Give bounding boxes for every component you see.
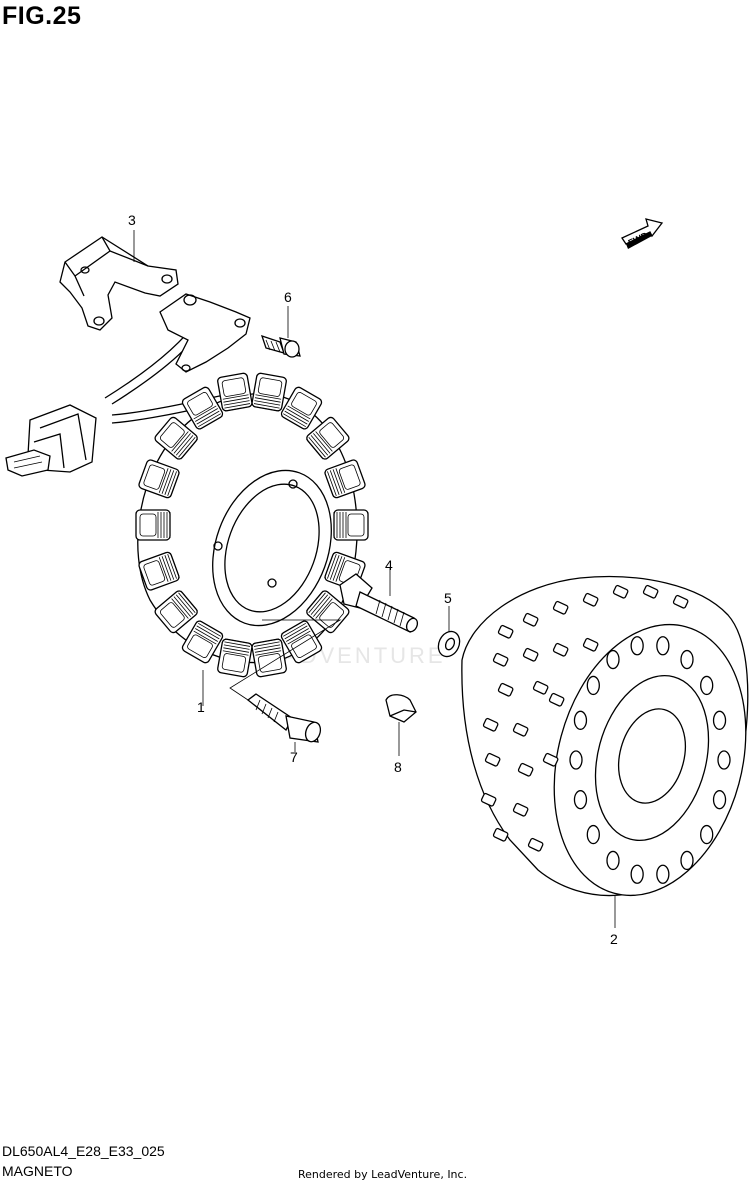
rotor-slot (522, 647, 539, 662)
stator-coil (154, 590, 198, 634)
callout-3: 3 (128, 212, 136, 228)
bracket-part (59, 236, 179, 331)
rotor-slot (552, 600, 569, 615)
key-8-part (385, 694, 417, 723)
rotor-slot (512, 802, 529, 817)
rotor-hole (680, 850, 694, 871)
rotor-hole (586, 824, 600, 845)
rotor-hole (656, 864, 670, 884)
stator-coil (138, 459, 180, 499)
section-name: MAGNETO (2, 1163, 73, 1179)
stator-coil (280, 386, 323, 430)
rotor-slot (582, 592, 599, 607)
stator-coil (333, 509, 369, 541)
callout-8: 8 (394, 759, 402, 775)
figure-title: FIG.25 (2, 2, 82, 30)
rotor-slot (642, 584, 659, 599)
rotor-hole (680, 649, 694, 670)
stator-coil (138, 551, 180, 591)
rotor-hole (712, 710, 727, 730)
stator-coil (306, 416, 350, 460)
rotor-slot (548, 692, 565, 707)
rotor-slot (542, 752, 559, 767)
stator-coil (306, 590, 350, 634)
rotor-slot (527, 837, 544, 852)
rotor-hole (586, 675, 600, 696)
model-code: DL650AL4_E28_E33_025 (2, 1143, 165, 1159)
rotor-slot (497, 682, 514, 697)
bolt-6-part (260, 334, 301, 358)
rotor-slot (612, 584, 629, 599)
rotor-slot (512, 722, 529, 737)
stator-coil (181, 386, 224, 430)
rotor-slot (492, 652, 509, 667)
rotor-slot (552, 642, 569, 657)
wire-harness (5, 293, 251, 477)
rotor-slot (492, 827, 509, 842)
rotor-slots (480, 584, 689, 852)
rotor-slot (517, 762, 534, 777)
stator-coil (181, 620, 224, 664)
stator-coil (251, 638, 287, 678)
rotor-slot (532, 680, 549, 695)
rotor-hole (569, 750, 583, 770)
rotor-slot (497, 624, 514, 639)
rotor-holes (569, 636, 731, 884)
rotor-hole (656, 636, 670, 656)
stator-coil (135, 509, 171, 541)
stator-coil (280, 620, 323, 664)
rotor-hole (606, 850, 620, 871)
washer-5-part (437, 630, 461, 658)
stator-coil (217, 638, 253, 678)
stator-coil (154, 416, 198, 460)
rotor-hole (712, 790, 727, 810)
rotor-hole (606, 649, 620, 670)
rotor-hole (717, 750, 731, 770)
callout-6: 6 (284, 289, 292, 305)
stator-part (135, 372, 369, 678)
leader-lines (133, 230, 616, 928)
rotor-hole (573, 710, 588, 730)
rotor-slot (672, 594, 689, 609)
stator-coil (217, 372, 253, 412)
rendered-by-note: Rendered by LeadVenture, Inc. (298, 1168, 468, 1181)
callout-5: 5 (444, 590, 452, 606)
rotor-hole (573, 790, 588, 810)
rotor-slot (582, 637, 599, 652)
bolt-7-part (246, 693, 322, 743)
rotor-slot (482, 717, 499, 732)
callout-2: 2 (610, 931, 618, 947)
stator-coil (324, 459, 366, 499)
bolt-4-part (339, 573, 419, 633)
rotor-slot (480, 792, 497, 807)
callout-7: 7 (290, 749, 298, 765)
stator-coil (251, 372, 287, 412)
rotor-hole (630, 864, 644, 884)
rotor-hole (700, 675, 714, 696)
callout-4: 4 (385, 557, 393, 573)
rotor-hole (630, 636, 644, 656)
stator-coils (135, 372, 369, 678)
fwd-arrow-icon: FWD (621, 218, 664, 249)
rotor-slot (522, 612, 539, 627)
rotor-part (461, 575, 749, 897)
callout-1: 1 (197, 699, 205, 715)
rotor-hole (700, 824, 714, 845)
rotor-slot (484, 752, 501, 767)
